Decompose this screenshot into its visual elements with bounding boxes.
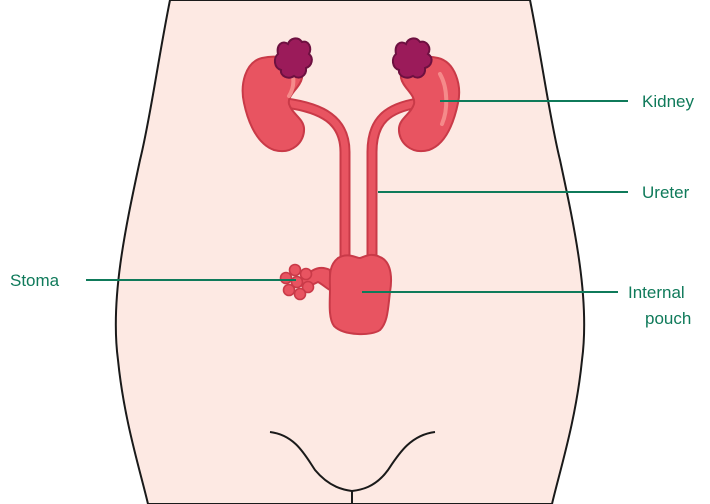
stoma-label: Stoma <box>10 271 60 290</box>
left-adrenal-gland <box>275 38 312 77</box>
internal-pouch-label-line1: Internal <box>628 283 685 302</box>
internal-pouch-label-line2: pouch <box>645 309 691 328</box>
internal-pouch <box>330 255 391 334</box>
ureter-label: Ureter <box>642 183 690 202</box>
right-adrenal-gland <box>393 38 432 77</box>
kidney-label: Kidney <box>642 92 694 111</box>
